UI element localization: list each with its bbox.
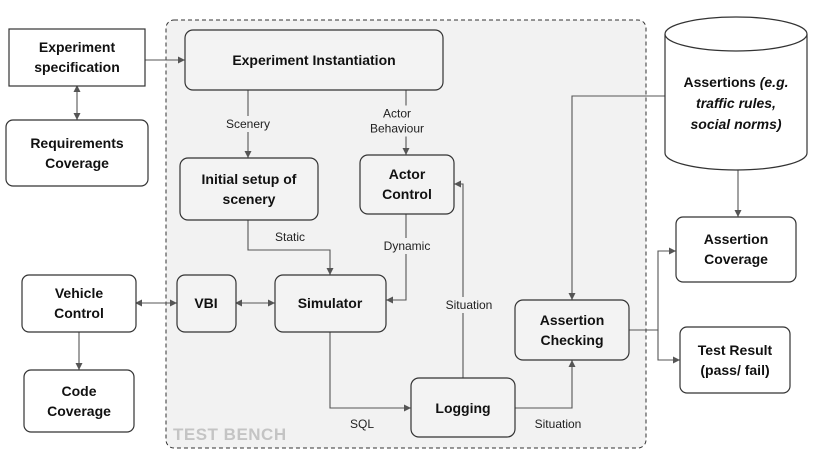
actor-control-label: Actor (389, 166, 426, 182)
svg-text:Situation: Situation (535, 417, 582, 431)
edge-simulator-to-logging (329, 332, 411, 412)
edge-labels: SceneryActorBehaviourStaticDynamicSituat… (223, 105, 584, 432)
svg-text:Actor: Actor (383, 107, 411, 121)
experiment-spec-label: specification (34, 59, 120, 75)
initial-setup-box (179, 157, 319, 221)
test-bench-label: TEST BENCH (173, 425, 287, 444)
initial-setup-label: Initial setup of (202, 171, 297, 187)
svg-text:Static: Static (275, 230, 305, 244)
vehicle-control-label: Control (54, 305, 104, 321)
assertions-label: Assertions (e.g. (683, 74, 788, 90)
actor-control-label: Control (382, 186, 432, 202)
vbi-label: VBI (194, 295, 217, 311)
test-result-label: Test Result (698, 342, 773, 358)
vehicle-control-box (21, 274, 137, 333)
edges (73, 56, 742, 412)
svg-text:Situation: Situation (446, 298, 493, 312)
assertions-label: traffic rules, (696, 95, 776, 111)
assertion-checking-label: Checking (540, 332, 603, 348)
edge-initial-setup-to-simulator (247, 220, 334, 275)
code-coverage-label: Coverage (47, 403, 111, 419)
assertion-coverage-label: Assertion (704, 231, 769, 247)
edge-checking-to-assertion-coverage (629, 247, 676, 331)
edge-label-dynamic: Dynamic (381, 238, 433, 254)
edge-assertions-to-assertion-checking (568, 95, 665, 300)
assertion-checking-box (514, 299, 630, 361)
edge-label-sql: SQL (347, 416, 377, 432)
test-result-label: (pass/ fail) (700, 362, 769, 378)
svg-text:Dynamic: Dynamic (384, 239, 431, 253)
assertion-coverage-box (675, 216, 797, 283)
assertion-coverage-label: Coverage (704, 251, 768, 267)
assertion-checking-label: Assertion (540, 312, 605, 328)
edge-logging-to-actor-control (454, 180, 464, 378)
simulator-box (274, 274, 387, 333)
assertions-database (664, 16, 808, 171)
experiment-spec-label: Experiment (39, 39, 116, 55)
experiment-specification-box (8, 28, 146, 87)
code-coverage-label: Code (62, 383, 97, 399)
assertions-label: social norms) (690, 116, 781, 132)
edge-label-situation-right: Situation (532, 416, 584, 432)
code-coverage-box (23, 369, 135, 433)
logging-box (410, 377, 516, 438)
svg-text:SQL: SQL (350, 417, 374, 431)
requirements-coverage-label: Requirements (30, 135, 124, 151)
edge-label-scenery: Scenery (223, 116, 273, 132)
logging-label: Logging (435, 400, 490, 416)
experiment-instantiation-box (184, 29, 444, 91)
svg-text:Behaviour: Behaviour (370, 122, 424, 136)
requirements-coverage-box (5, 119, 149, 187)
node-labels: Experiment specificationRequirementsCover… (30, 39, 788, 419)
svg-text:Scenery: Scenery (226, 117, 270, 131)
edge-logging-to-assertion-checking (515, 360, 576, 409)
edge-checking-to-test-result (657, 330, 680, 364)
actor-control-box (359, 154, 455, 215)
simulator-label: Simulator (298, 295, 363, 311)
vehicle-control-label: Vehicle (55, 285, 103, 301)
requirements-coverage-label: Coverage (45, 155, 109, 171)
edge-label-static: Static (272, 229, 308, 245)
experiment-instantiation-label: Experiment Instantiation (232, 52, 395, 68)
vbi-box (176, 274, 237, 333)
test-result-box (679, 326, 791, 394)
initial-setup-label: scenery (223, 191, 276, 207)
edge-label-situation-up: Situation (443, 297, 495, 313)
